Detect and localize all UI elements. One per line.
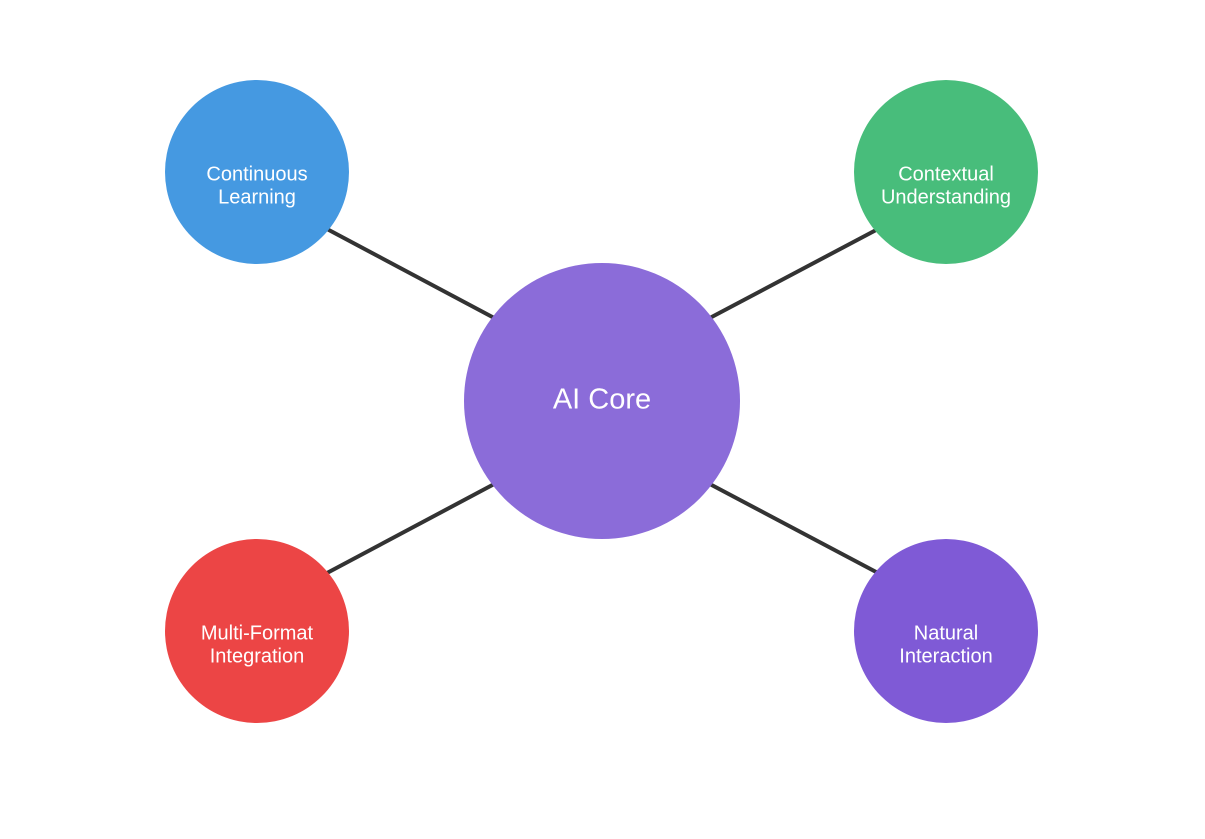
node-contextual-understanding-label-line2: Understanding bbox=[881, 186, 1011, 208]
node-contextual-understanding[interactable]: Contextual Understanding bbox=[854, 80, 1038, 264]
node-natural-interaction-label-line1: Natural bbox=[914, 622, 978, 644]
connector-natural-interaction bbox=[705, 480, 879, 575]
node-multi-format-integration[interactable]: Multi-Format Integration bbox=[165, 539, 349, 723]
node-continuous-learning[interactable]: Continuous Learning bbox=[165, 80, 349, 264]
node-contextual-understanding-label-line1: Contextual bbox=[898, 163, 994, 185]
node-contextual-understanding-circle bbox=[854, 80, 1038, 264]
node-multi-format-integration-label-line1: Multi-Format bbox=[201, 622, 314, 644]
node-natural-interaction-circle bbox=[854, 539, 1038, 723]
node-natural-interaction[interactable]: Natural Interaction bbox=[854, 539, 1038, 723]
center-node[interactable]: AI Core bbox=[464, 263, 740, 539]
center-node-circle bbox=[464, 263, 740, 539]
connector-contextual-understanding bbox=[705, 227, 879, 322]
node-continuous-learning-label-line2: Learning bbox=[218, 186, 296, 208]
connector-multi-format-integration bbox=[326, 480, 499, 575]
connector-continuous-learning bbox=[326, 227, 499, 322]
node-natural-interaction-label-line2: Interaction bbox=[899, 645, 992, 667]
node-continuous-learning-circle bbox=[165, 80, 349, 264]
node-multi-format-integration-label-line2: Integration bbox=[210, 645, 305, 667]
node-multi-format-integration-circle bbox=[165, 539, 349, 723]
node-continuous-learning-label-line1: Continuous bbox=[206, 163, 307, 185]
center-node-label: AI Core bbox=[553, 384, 651, 416]
